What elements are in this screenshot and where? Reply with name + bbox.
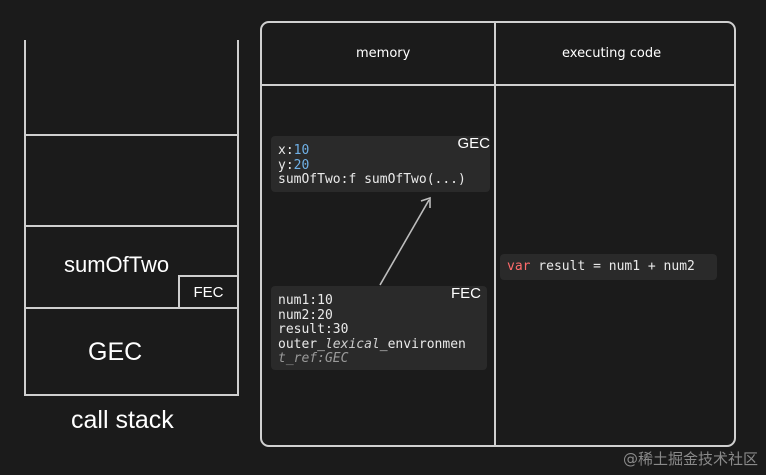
fec-var-num2: num2:20 bbox=[278, 307, 333, 323]
gec-card-title: GEC bbox=[457, 135, 490, 152]
execution-context-panel: memory executing code bbox=[260, 21, 736, 447]
call-stack-divider-3 bbox=[24, 307, 239, 309]
code-keyword: var bbox=[507, 259, 531, 274]
gec-memory-card: GEC x:10 y:20 sumOfTwo:f sumOfTwo(...) bbox=[271, 136, 490, 192]
call-stack-left-wall bbox=[24, 40, 26, 396]
call-stack-right-wall bbox=[237, 40, 239, 396]
code-expression: result = num1 + num2 bbox=[530, 259, 695, 274]
stack-frame-gec: GEC bbox=[88, 338, 143, 366]
code-line: var result = num1 + num2 bbox=[507, 259, 695, 275]
call-stack-divider-1 bbox=[24, 134, 239, 136]
fec-var-result: result:30 bbox=[278, 322, 349, 337]
executing-code-card: var result = num1 + num2 bbox=[500, 254, 717, 280]
stack-frame-sumoftwo: sumOfTwo bbox=[64, 252, 170, 277]
panel-header-divider bbox=[260, 84, 736, 86]
watermark: @稀土掘金技术社区 bbox=[622, 450, 758, 468]
fec-outer-ref-line1: outer_lexical_environmen bbox=[278, 336, 466, 352]
gec-var-sumoftwo: sumOfTwo:f sumOfTwo(...) bbox=[278, 172, 466, 187]
call-stack-caption: call stack bbox=[71, 406, 174, 434]
fec-outer-ref-line2: t_ref:GEC bbox=[278, 351, 349, 366]
memory-header: memory bbox=[356, 46, 411, 61]
panel-column-divider bbox=[494, 21, 496, 447]
fec-var-num1: num1:10 bbox=[278, 293, 333, 308]
gec-var-y: y:20 bbox=[278, 157, 310, 173]
stack-frame-fec: FEC bbox=[178, 275, 237, 307]
call-stack-divider-2 bbox=[24, 225, 239, 227]
executing-code-header: executing code bbox=[562, 46, 662, 61]
fec-memory-card: FEC num1:10 num2:20 result:30 outer_lexi… bbox=[271, 286, 487, 370]
fec-card-title: FEC bbox=[451, 285, 481, 302]
call-stack-bottom bbox=[24, 394, 239, 396]
gec-var-x: x:10 bbox=[278, 143, 310, 158]
